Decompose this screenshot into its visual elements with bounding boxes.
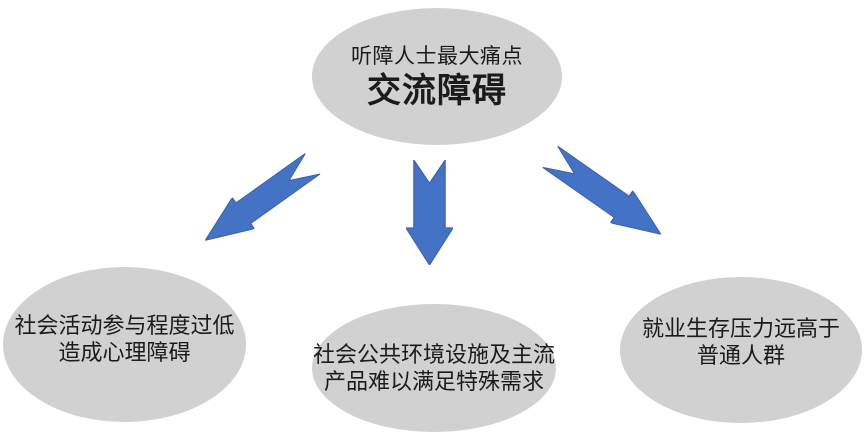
arrow-down-right-shape [542, 145, 662, 235]
branch-middle-line1: 社会公共环境设施及主流 [312, 342, 555, 367]
branch-node-left: 社会活动参与程度过低 造成心理障碍 [3, 267, 246, 422]
branch-right-line2: 普通人群 [696, 343, 785, 368]
branch-middle-line2: 产品难以满足特殊需求 [323, 369, 544, 394]
branch-node-middle: 社会公共环境设施及主流 产品难以满足特殊需求 [312, 304, 556, 432]
arrow-down-shape [406, 160, 453, 265]
branch-right-line1: 就业生存压力远高于 [641, 316, 840, 341]
arrow-down-right-icon [542, 145, 662, 235]
arrow-down-left-icon [204, 152, 321, 241]
root-node: 听障人士最大痛点 交流障碍 [312, 8, 562, 145]
root-node-title: 交流障碍 [367, 71, 507, 110]
arrow-down-icon [406, 160, 453, 265]
branch-node-right: 就业生存压力远高于 普通人群 [620, 277, 862, 423]
branch-left-line2: 造成心理障碍 [58, 339, 191, 365]
branch-left-line1: 社会活动参与程度过低 [14, 312, 235, 338]
root-node-subtitle: 听障人士最大痛点 [351, 44, 523, 68]
arrow-down-left-shape [204, 152, 321, 241]
